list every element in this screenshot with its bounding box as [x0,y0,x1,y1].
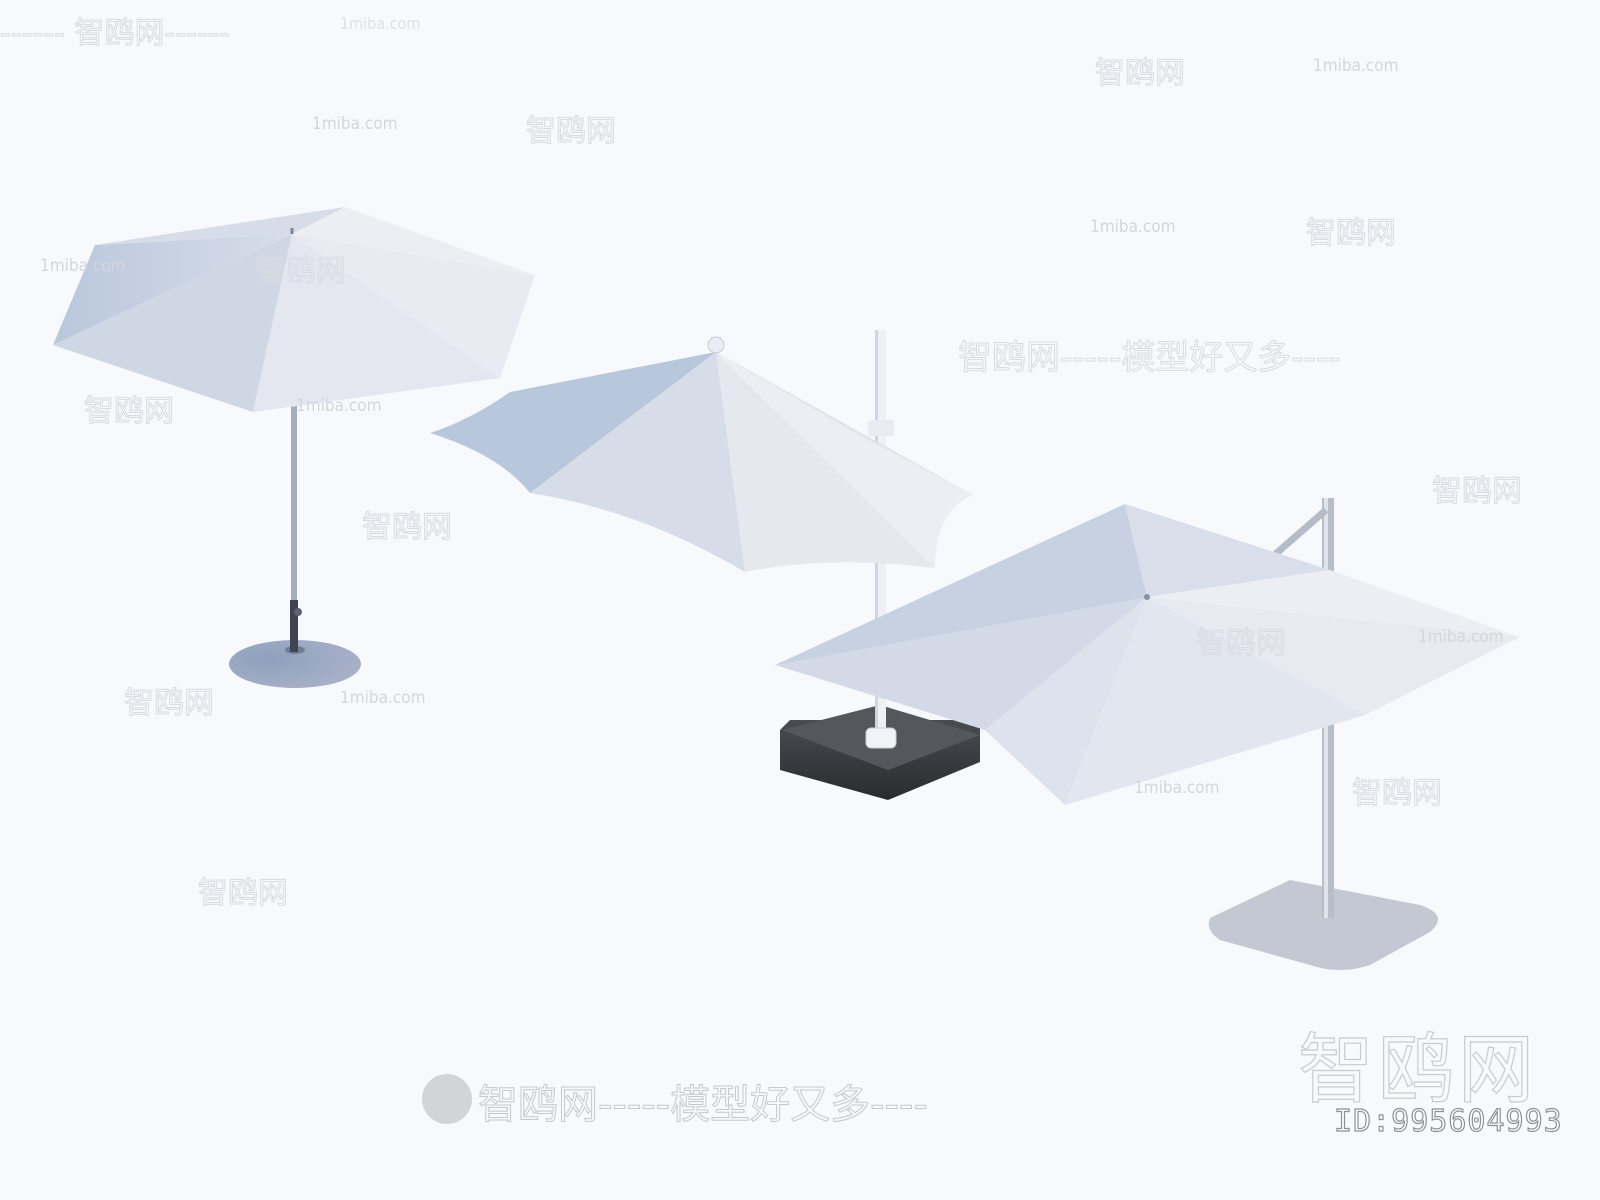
umbrellas-illustration [53,207,1520,970]
scalloped-umbrella [430,330,980,800]
hexagonal-umbrella [53,207,535,688]
square-umbrella [775,498,1520,970]
render-scene: ------ 智鸥网------ 1miba.com 1miba.com 智鸥网… [0,14,1562,1140]
watermark-logo-icon [422,1074,472,1124]
